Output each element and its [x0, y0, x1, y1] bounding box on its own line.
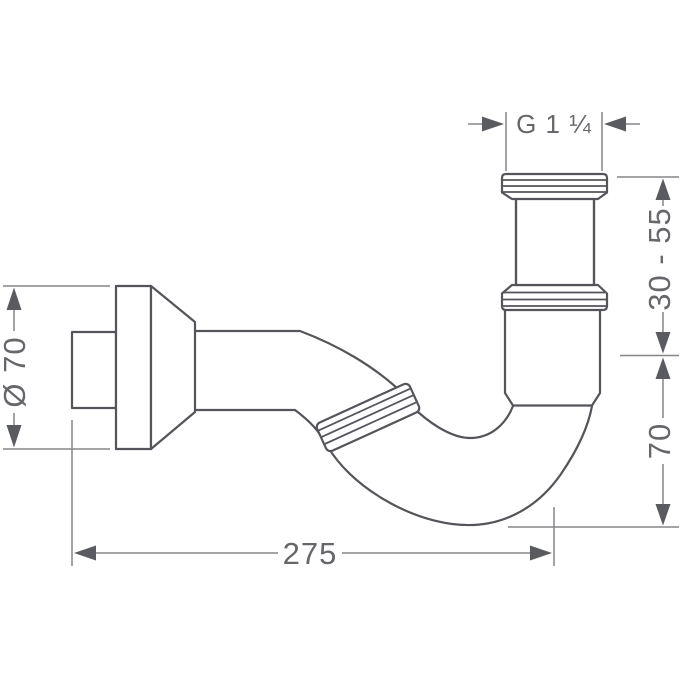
lower-slip-nut: [500, 283, 609, 312]
arrow-down-icon: [655, 504, 671, 526]
u-bend-outer-curve: [326, 404, 594, 527]
union-nut-rib: [321, 394, 414, 438]
dimension-range: 30 - 55: [617, 176, 679, 357]
arrow-up-icon: [655, 178, 671, 200]
dimension-height: 70: [508, 357, 679, 528]
union-nut: [315, 382, 421, 453]
arrow-right-icon: [482, 116, 504, 132]
wall-flange: [114, 284, 153, 451]
inlet-pipe-top-edge: [193, 329, 400, 391]
u-bend-inner-curve: [416, 404, 515, 440]
arrow-up-icon: [6, 287, 22, 310]
outlet-sleeve: [503, 310, 602, 407]
arrow-down-icon: [6, 425, 22, 448]
arrow-down-icon: [655, 332, 671, 354]
union-nut-body: [315, 382, 421, 453]
arrow-left-icon: [604, 116, 626, 132]
union-nut-rib: [324, 401, 417, 445]
dimension-length: 275: [71, 420, 555, 571]
flange-cone: [149, 284, 197, 451]
outlet-tube-fill: [514, 196, 596, 287]
range-dimension-label: 30 - 55: [642, 207, 677, 311]
arrow-left-icon: [74, 545, 96, 561]
trap-body: [70, 172, 609, 527]
thread-dimension-label: G 1 ¼: [516, 109, 592, 139]
diameter-dimension-label: Ø 70: [0, 336, 32, 407]
dimension-thread: G 1 ¼: [468, 109, 640, 171]
inlet-stub: [70, 330, 118, 410]
height-dimension-label: 70: [642, 423, 677, 459]
dimension-diameter: Ø 70: [0, 285, 110, 450]
arrow-right-icon: [530, 545, 552, 561]
union-nut-rib: [318, 388, 411, 432]
arrow-up-icon: [655, 357, 671, 379]
inlet-pipe-bottom-edge: [193, 408, 323, 438]
length-dimension-label: 275: [283, 536, 338, 571]
